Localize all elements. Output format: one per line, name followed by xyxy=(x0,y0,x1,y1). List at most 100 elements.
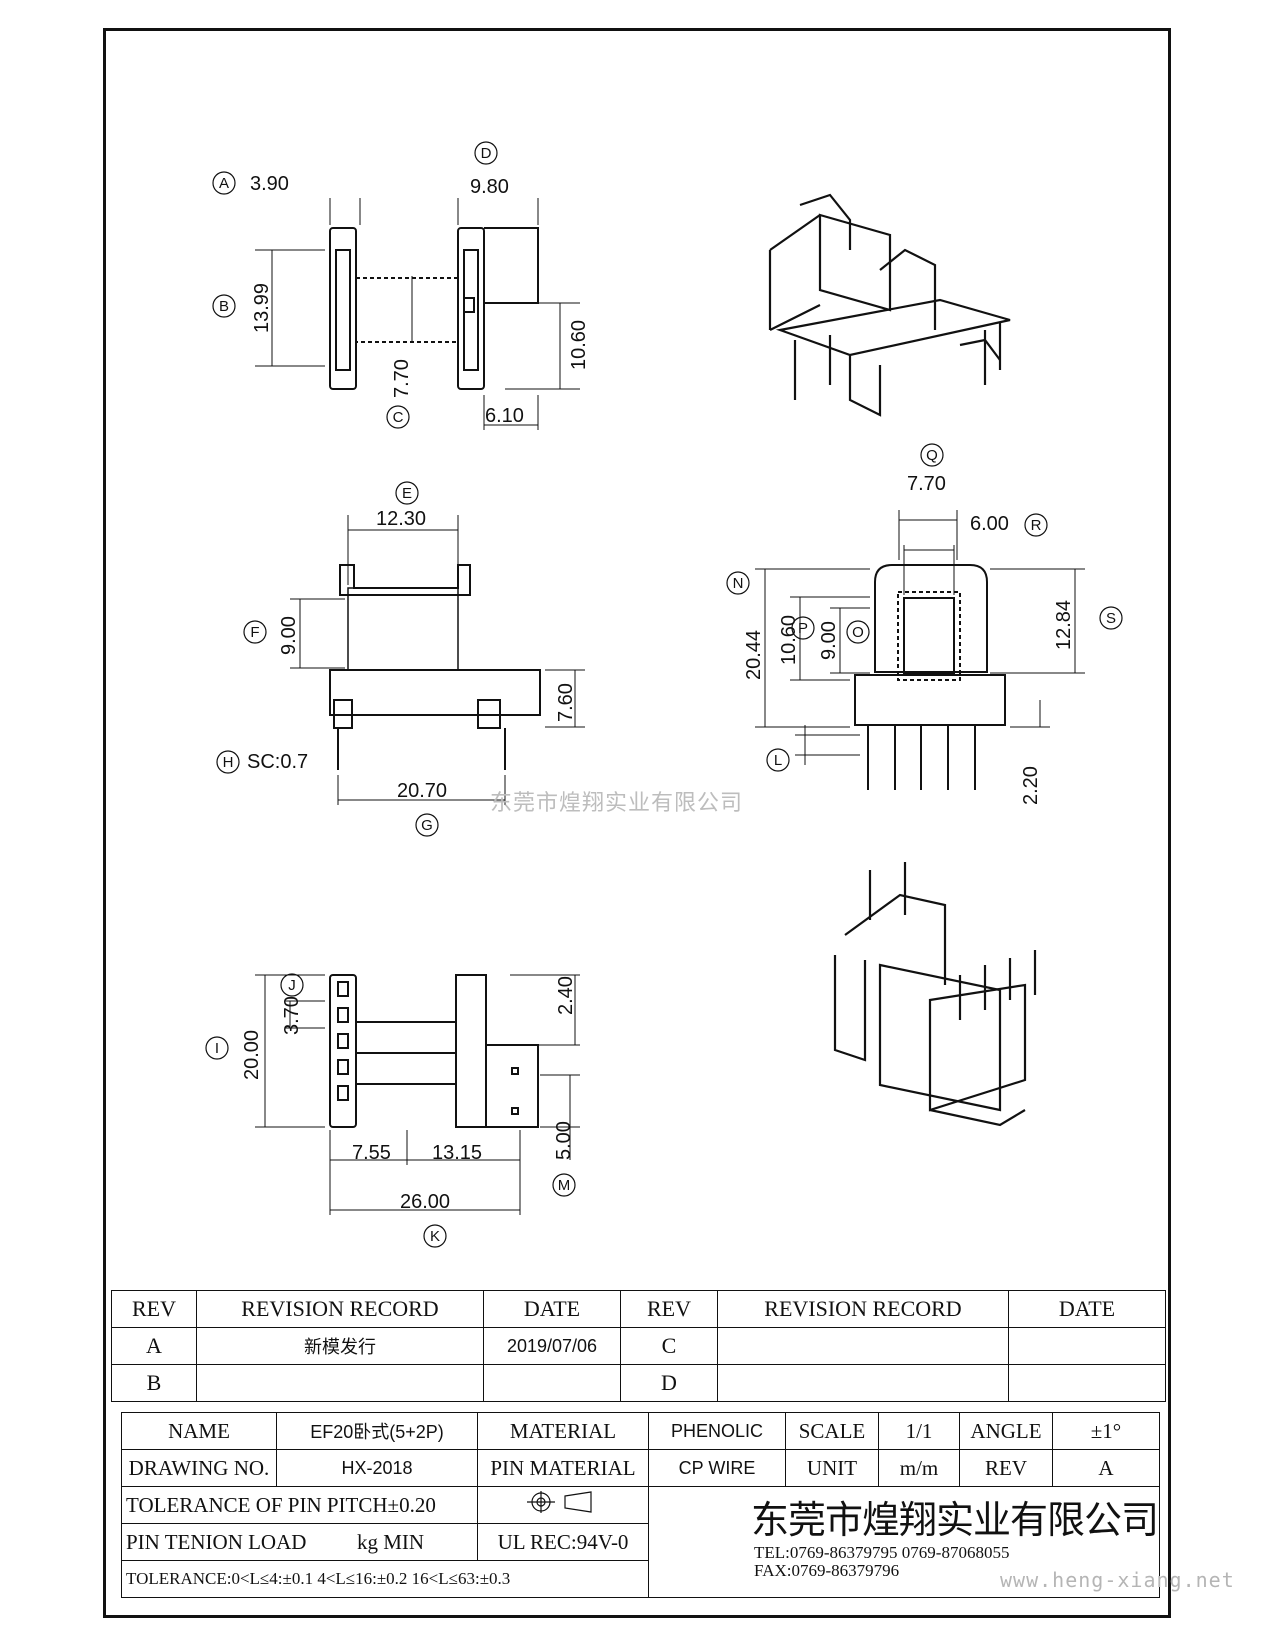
dim-value: 2.40 xyxy=(555,976,577,1015)
name-value: EF20卧式(5+2P) xyxy=(276,1412,478,1450)
dim-letter: N xyxy=(733,575,744,592)
dim-letter: J xyxy=(288,977,296,994)
isometric-view-bottom xyxy=(833,862,1037,1127)
ul-rec: UL REC:94V-0 xyxy=(477,1523,649,1561)
dim-letter: F xyxy=(250,624,259,641)
dim-letter: H xyxy=(223,754,234,771)
dim-letter: B xyxy=(219,298,229,315)
side-view xyxy=(290,515,585,805)
dim-letter: M xyxy=(558,1177,571,1194)
revision-record-cell: 新模发行 xyxy=(196,1327,484,1365)
dim-value: 12.84 xyxy=(1053,600,1075,650)
revision-record-cell xyxy=(717,1327,1009,1365)
dim-value: 9.00 xyxy=(278,616,300,655)
pin-tenion-label: PIN TENION LOAD xyxy=(126,1529,307,1554)
dim-value: 20.44 xyxy=(743,630,765,680)
dim-letter: R xyxy=(1031,517,1042,534)
material-value: PHENOLIC xyxy=(648,1412,786,1450)
dim-value: 13.99 xyxy=(251,283,273,333)
bottom-view xyxy=(255,974,580,1215)
dim-value: 13.15 xyxy=(432,1142,482,1164)
drawing-no-value: HX-2018 xyxy=(276,1449,478,1487)
name-label: NAME xyxy=(121,1412,277,1450)
dim-value: 12.30 xyxy=(376,508,426,530)
dim-value: 6.10 xyxy=(485,405,524,427)
company-info: 东莞市煌翔实业有限公司 TEL:0769-86379795 0769-87068… xyxy=(648,1486,1160,1598)
dim-value: 7.70 xyxy=(391,359,413,398)
angle-label: ANGLE xyxy=(959,1412,1053,1450)
dim-value: 7.60 xyxy=(555,683,577,722)
dim-value: 20.00 xyxy=(241,1030,263,1080)
unit-label: UNIT xyxy=(785,1449,879,1487)
date-header: DATE xyxy=(483,1290,621,1328)
front-view xyxy=(755,510,1085,790)
dim-letter: G xyxy=(421,817,433,834)
dim-letter: L xyxy=(774,752,782,769)
tolerance-pin-pitch: TOLERANCE OF PIN PITCH±0.20 xyxy=(121,1486,478,1524)
top-view xyxy=(255,198,580,430)
pin-material-label: PIN MATERIAL xyxy=(477,1449,649,1487)
dim-letter: E xyxy=(402,485,412,502)
revision-table: REV REVISION RECORD DATE REV REVISION RE… xyxy=(111,1290,1166,1402)
dim-value: 10.60 xyxy=(778,615,800,665)
dim-value: 3.90 xyxy=(250,173,289,195)
dim-letter: D xyxy=(481,145,492,162)
material-label: MATERIAL xyxy=(477,1412,649,1450)
rev-header: REV xyxy=(620,1290,718,1328)
dim-value: 7.70 xyxy=(907,473,946,495)
company-fax: FAX:0769-86379796 xyxy=(754,1561,900,1580)
dim-value: SC:0.7 xyxy=(247,751,308,773)
pin-tenion-load: PIN TENION LOAD kg MIN xyxy=(121,1523,478,1561)
dim-letter: S xyxy=(1106,610,1116,627)
scale-value: 1/1 xyxy=(878,1412,960,1450)
projection-symbol xyxy=(477,1486,649,1524)
dim-value: 6.00 xyxy=(970,513,1009,535)
date-cell xyxy=(1008,1364,1166,1402)
dim-letter: C xyxy=(393,409,404,426)
dim-value: 20.70 xyxy=(397,780,447,802)
rev-label: REV xyxy=(959,1449,1053,1487)
revision-record-header: REVISION RECORD xyxy=(196,1290,484,1328)
watermark-url: www.heng-xiang.net xyxy=(1000,1568,1235,1592)
dim-letter: Q xyxy=(926,447,938,464)
company-name: 东莞市煌翔实业有限公司 xyxy=(751,1498,1159,1542)
tolerance-line: TOLERANCE:0<L≤4:±0.1 4<L≤16:±0.2 16<L≤63… xyxy=(121,1560,649,1598)
dim-value: 9.00 xyxy=(818,621,840,660)
dim-letter: P xyxy=(798,620,808,637)
dim-letter: A xyxy=(219,175,229,192)
rev-cell: B xyxy=(111,1364,197,1402)
dim-value: 7.55 xyxy=(352,1142,391,1164)
date-cell xyxy=(483,1364,621,1402)
unit-value: m/m xyxy=(878,1449,960,1487)
dim-letter: I xyxy=(215,1040,219,1057)
rev-value: A xyxy=(1052,1449,1160,1487)
isometric-view-top xyxy=(768,193,1011,417)
pin-tenion-unit: kg MIN xyxy=(356,1529,425,1554)
pin-material-value: CP WIRE xyxy=(648,1449,786,1487)
rev-header: REV xyxy=(111,1290,197,1328)
revision-record-cell xyxy=(717,1364,1009,1402)
rev-cell: A xyxy=(111,1327,197,1365)
date-cell: 2019/07/06 xyxy=(483,1327,621,1365)
revision-record-header: REVISION RECORD xyxy=(717,1290,1009,1328)
dim-value: 5.00 xyxy=(553,1121,575,1160)
title-block: NAME EF20卧式(5+2P) MATERIAL PHENOLIC SCAL… xyxy=(121,1412,1160,1598)
angle-value: ±1° xyxy=(1052,1412,1160,1450)
scale-label: SCALE xyxy=(785,1412,879,1450)
company-tel: TEL:0769-86379795 0769-87068055 xyxy=(754,1543,1010,1562)
dim-value: 26.00 xyxy=(400,1191,450,1213)
dim-value: 10.60 xyxy=(568,320,590,370)
dim-letter: O xyxy=(852,624,864,641)
watermark-company: 东莞市煌翔实业有限公司 xyxy=(490,791,744,816)
date-cell xyxy=(1008,1327,1166,1365)
dim-value: 2.20 xyxy=(1020,766,1042,805)
date-header: DATE xyxy=(1008,1290,1166,1328)
dim-value: 9.80 xyxy=(470,176,509,198)
rev-cell: D xyxy=(620,1364,718,1402)
drawing-frame xyxy=(103,28,1171,1618)
revision-record-cell xyxy=(196,1364,484,1402)
dim-letter: K xyxy=(430,1228,440,1245)
projection-symbol-icon xyxy=(527,1491,592,1513)
drawing-no-label: DRAWING NO. xyxy=(121,1449,277,1487)
dim-value: 3.70 xyxy=(281,996,303,1035)
